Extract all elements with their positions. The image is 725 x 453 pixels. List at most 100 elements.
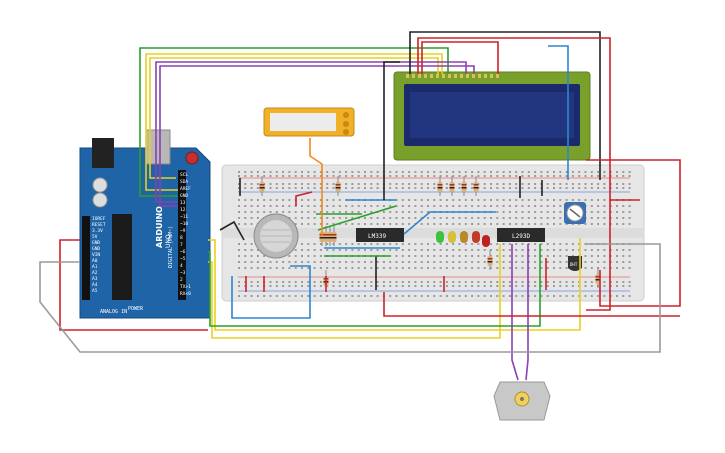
breadboard-hole [546,243,549,245]
breadboard-hole [244,187,247,189]
breadboard-hole [502,243,505,245]
breadboard-hole [319,281,322,283]
breadboard-hole [458,217,461,219]
breadboard-hole [244,211,247,213]
breadboard-hole [288,187,291,189]
breadboard-hole [622,187,625,189]
breadboard-hole [464,175,467,177]
breadboard-hole [527,187,530,189]
breadboard-hole [502,187,505,189]
breadboard-hole [332,175,335,177]
breadboard-hole [553,211,555,213]
breadboard-hole [351,249,354,251]
breadboard-hole [408,281,411,283]
breadboard-hole [238,285,240,287]
breadboard-hole [332,285,335,287]
resistor [335,176,341,196]
breadboard-hole [515,255,518,257]
breadboard-hole [288,261,291,263]
breadboard-hole [483,199,486,201]
breadboard-hole [345,249,348,251]
breadboard-hole [256,285,259,287]
lm339-chip[interactable]: LM339 [356,228,404,242]
breadboard-hole [439,261,442,263]
breadboard-hole [433,261,436,263]
breadboard-hole [540,171,543,173]
breadboard-hole [288,199,291,201]
breadboard-hole [313,171,316,173]
breadboard-hole [439,249,442,251]
breadboard-hole [238,223,240,225]
breadboard-hole [439,199,442,201]
breadboard-hole [364,211,366,213]
breadboard-hole [597,199,600,201]
breadboard-hole [578,175,581,177]
power-analog-header[interactable] [82,216,90,300]
breadboard-hole [414,281,417,283]
breadboard-hole [269,261,272,263]
breadboard-hole [433,187,436,189]
breadboard-hole [420,285,423,287]
trim-potentiometer[interactable] [564,202,586,224]
arduino-uno-board[interactable]: SCLSDAAREFGND1312~11~10~987~6~54~32TX>1R… [79,129,211,319]
breadboard-hole [376,175,379,177]
breadboard-hole [433,267,436,269]
breadboard-hole [319,295,322,297]
gas-sensor[interactable] [253,213,299,259]
breadboard-hole [571,187,574,189]
breadboard-hole [307,281,310,283]
breadboard-hole [584,249,587,251]
breadboard-hole [439,223,442,225]
breadboard-hole [357,267,360,269]
power-pin-label: A5 [92,288,98,294]
reset-button[interactable] [185,151,199,165]
potentiometer-module[interactable] [263,107,355,137]
breadboard-hole [376,249,379,251]
breadboard-hole [364,249,366,251]
breadboard-hole [622,175,625,177]
breadboard-hole [590,199,593,201]
breadboard-hole [326,295,329,297]
breadboard-hole [282,295,285,297]
breadboard-hole [553,183,555,185]
lcd-display[interactable] [393,71,591,161]
breadboard-hole [483,295,486,297]
breadboard-hole [250,223,253,225]
breadboard-hole [565,281,568,283]
breadboard-hole [408,295,411,297]
breadboard-hole [364,205,366,207]
breadboard-hole [496,187,499,189]
breadboard-hole [427,171,429,173]
breadboard-hole [483,267,486,269]
breadboard-hole [458,223,461,225]
breadboard-hole [414,175,417,177]
breadboard-hole [628,175,631,177]
breadboard-hole [250,243,253,245]
breadboard-hole [326,243,329,245]
breadboard-hole [351,205,354,207]
breadboard-hole [294,249,297,251]
breadboard-hole [382,243,385,245]
breadboard-hole [326,205,329,207]
breadboard-hole [408,199,411,201]
breadboard-hole [370,267,373,269]
breadboard-hole [326,211,329,213]
dc-motor[interactable] [493,381,551,421]
breadboard-hole [301,281,303,283]
breadboard-hole [490,199,492,201]
breadboard-hole [269,175,272,177]
temperature-sensor[interactable]: DHT [568,256,582,271]
breadboard-hole [364,217,366,219]
breadboard-hole [445,281,448,283]
red-led [482,235,490,247]
breadboard-hole [288,267,291,269]
breadboard-hole [332,187,335,189]
l293d-chip[interactable]: L293D [497,228,545,242]
breadboard-hole [553,295,555,297]
breadboard-hole [307,223,310,225]
breadboard-hole [351,295,354,297]
digital-header[interactable] [178,170,186,300]
breadboard-hole [332,217,335,219]
breadboard-hole [553,267,555,269]
breadboard-hole [452,281,455,283]
